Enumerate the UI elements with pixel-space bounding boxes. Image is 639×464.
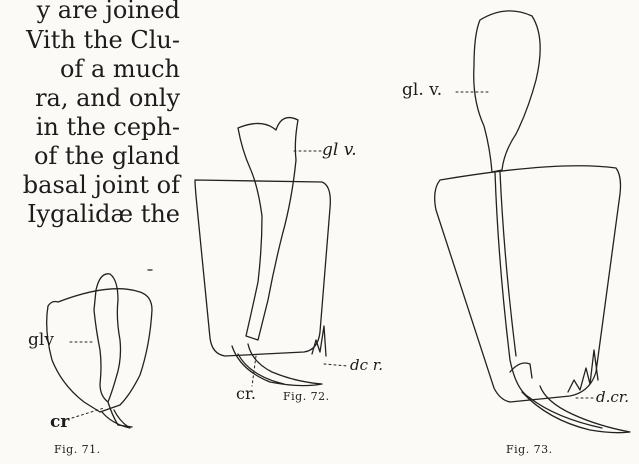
fig73-label-gland: gl. v. [402, 80, 442, 100]
fig71-drawing [47, 274, 152, 428]
fig72-gland [238, 118, 298, 340]
fig72-dcr-leader [324, 364, 348, 366]
fig72-label-dcr: dc r. [350, 356, 383, 374]
fig73-fang-inner [530, 398, 602, 428]
fig73-base-detail [510, 363, 532, 378]
fig73-label-dcr: d.cr. [596, 388, 629, 406]
fig71-caption: Fig. 71. [54, 443, 101, 456]
fig72-caption: Fig. 72. [283, 390, 330, 403]
fig72-label-cr: cr. [236, 384, 256, 403]
fig72-label-gland: gl v. [322, 140, 357, 160]
fig71-fang [102, 410, 130, 428]
fig73-drawing [435, 11, 630, 433]
fig71-label-gland: glv [28, 330, 54, 350]
fig72-outline [195, 180, 330, 356]
fig73-teeth [568, 350, 598, 392]
fig71-cr-leader [72, 408, 104, 418]
fig72-fang-inner [238, 354, 284, 384]
fig73-gland [474, 11, 540, 172]
fig73-duct-inner [500, 172, 516, 356]
fig71-gland [94, 274, 121, 402]
fig73-caption: Fig. 73. [506, 443, 553, 456]
fig71-outline [47, 289, 152, 412]
fig71-label-cr: cr [50, 412, 69, 432]
fig72-teeth [312, 326, 326, 356]
fig73-duct [495, 172, 530, 398]
